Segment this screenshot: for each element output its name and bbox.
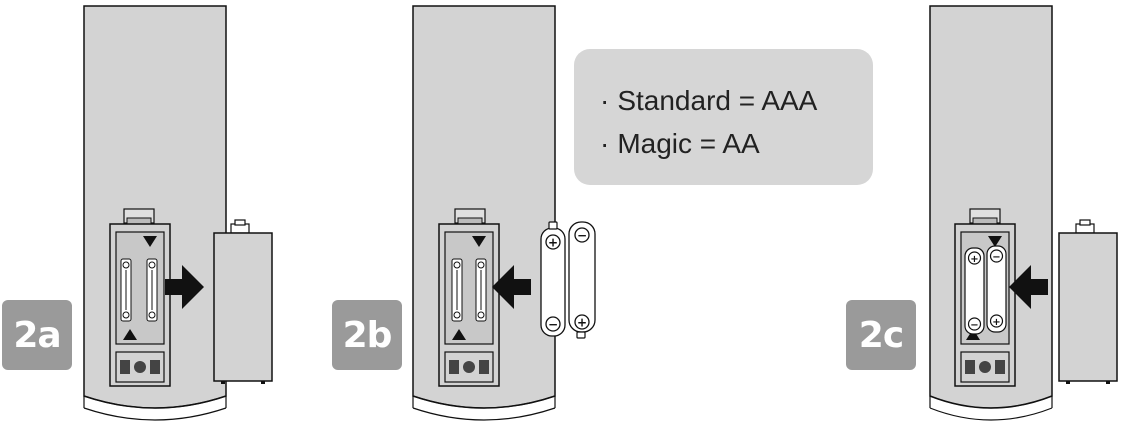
step-badge-2b: 2b — [332, 300, 402, 370]
battery-slot-left — [451, 258, 463, 322]
battery-compartment — [438, 208, 500, 387]
arrow-right-icon — [165, 265, 204, 309]
battery-slot-right — [475, 258, 487, 322]
battery-slot-right — [146, 258, 158, 322]
battery-positive-symbol: + — [577, 316, 587, 330]
battery-slot-left — [120, 258, 132, 322]
battery-left: + − — [540, 221, 566, 337]
battery-negative-symbol: − — [970, 320, 978, 331]
battery-type-note: ·Standard = AAA ·Magic = AA — [574, 49, 873, 185]
battery-compartment: + − − + — [954, 208, 1016, 387]
step-badge-2a: 2a — [2, 300, 72, 370]
bullet-icon: · — [600, 128, 610, 159]
battery-negative-symbol: − — [992, 252, 1000, 263]
battery-positive-symbol: + — [992, 317, 1000, 328]
battery-cover — [213, 219, 273, 384]
battery-cover — [1058, 219, 1118, 384]
note-text: Magic = AA — [617, 128, 760, 159]
battery-positive-symbol: + — [970, 254, 978, 265]
panel-2c: + − − + — [929, 5, 1118, 421]
arrow-left-icon — [1009, 265, 1048, 309]
bullet-icon: · — [600, 85, 610, 116]
arrow-left-icon — [492, 265, 531, 309]
panel-2b: + − − + — [412, 5, 596, 421]
note-line-magic: ·Magic = AA — [600, 122, 873, 165]
note-line-standard: ·Standard = AAA — [600, 79, 873, 122]
step-badge-2c: 2c — [846, 300, 916, 370]
note-text: Standard = AAA — [617, 85, 818, 116]
installed-battery-right: − + — [986, 245, 1007, 333]
battery-positive-symbol: + — [548, 236, 558, 250]
panel-2a — [83, 5, 273, 421]
battery-negative-symbol: − — [548, 318, 558, 332]
battery-right: − + — [568, 221, 596, 339]
battery-negative-symbol: − — [577, 229, 587, 243]
battery-compartment — [109, 208, 171, 387]
installed-battery-left: + − — [964, 247, 985, 335]
